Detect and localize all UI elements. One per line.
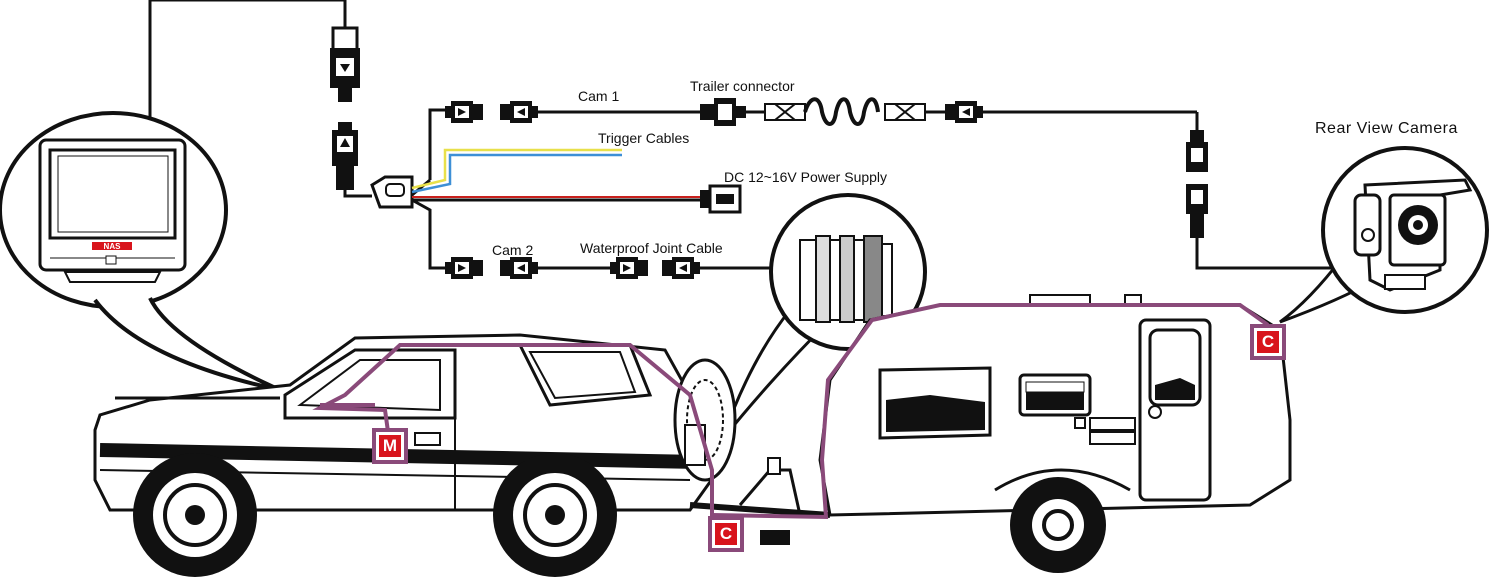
joint-zoom-bubble — [720, 193, 927, 441]
rear-view-camera-label: Rear View Camera — [1315, 120, 1458, 137]
cam2-label: Cam 2 — [492, 242, 534, 258]
cam1-connector — [445, 101, 700, 123]
caravan — [818, 294, 1292, 573]
camera-marker-hitch: C — [708, 516, 744, 552]
cable-route — [312, 303, 1270, 525]
trailer-connector-label: Trailer connector — [690, 78, 795, 94]
monitor-marker: M — [372, 428, 408, 464]
tow-vehicle — [93, 333, 737, 577]
power-supply-label: DC 12~16V Power Supply — [724, 169, 888, 185]
rear-camera-cable — [1186, 112, 1345, 270]
monitor-brand: NAS — [104, 242, 122, 251]
cam2-connector — [445, 257, 610, 279]
cam1-label: Cam 1 — [578, 88, 620, 104]
trailer-connector — [700, 97, 1197, 126]
trigger-cables-label: Trigger Cables — [598, 130, 690, 146]
monitor-cable — [330, 26, 372, 198]
waterproof-joint-connector — [610, 257, 775, 279]
power-plug — [700, 184, 742, 214]
splitter-box — [370, 175, 414, 209]
monitor-icon: NAS — [38, 138, 187, 283]
rear-camera-icon — [1353, 178, 1473, 292]
waterproof-joint-label: Waterproof Joint Cable — [580, 240, 723, 256]
camera-marker-rear: C — [1250, 324, 1286, 360]
